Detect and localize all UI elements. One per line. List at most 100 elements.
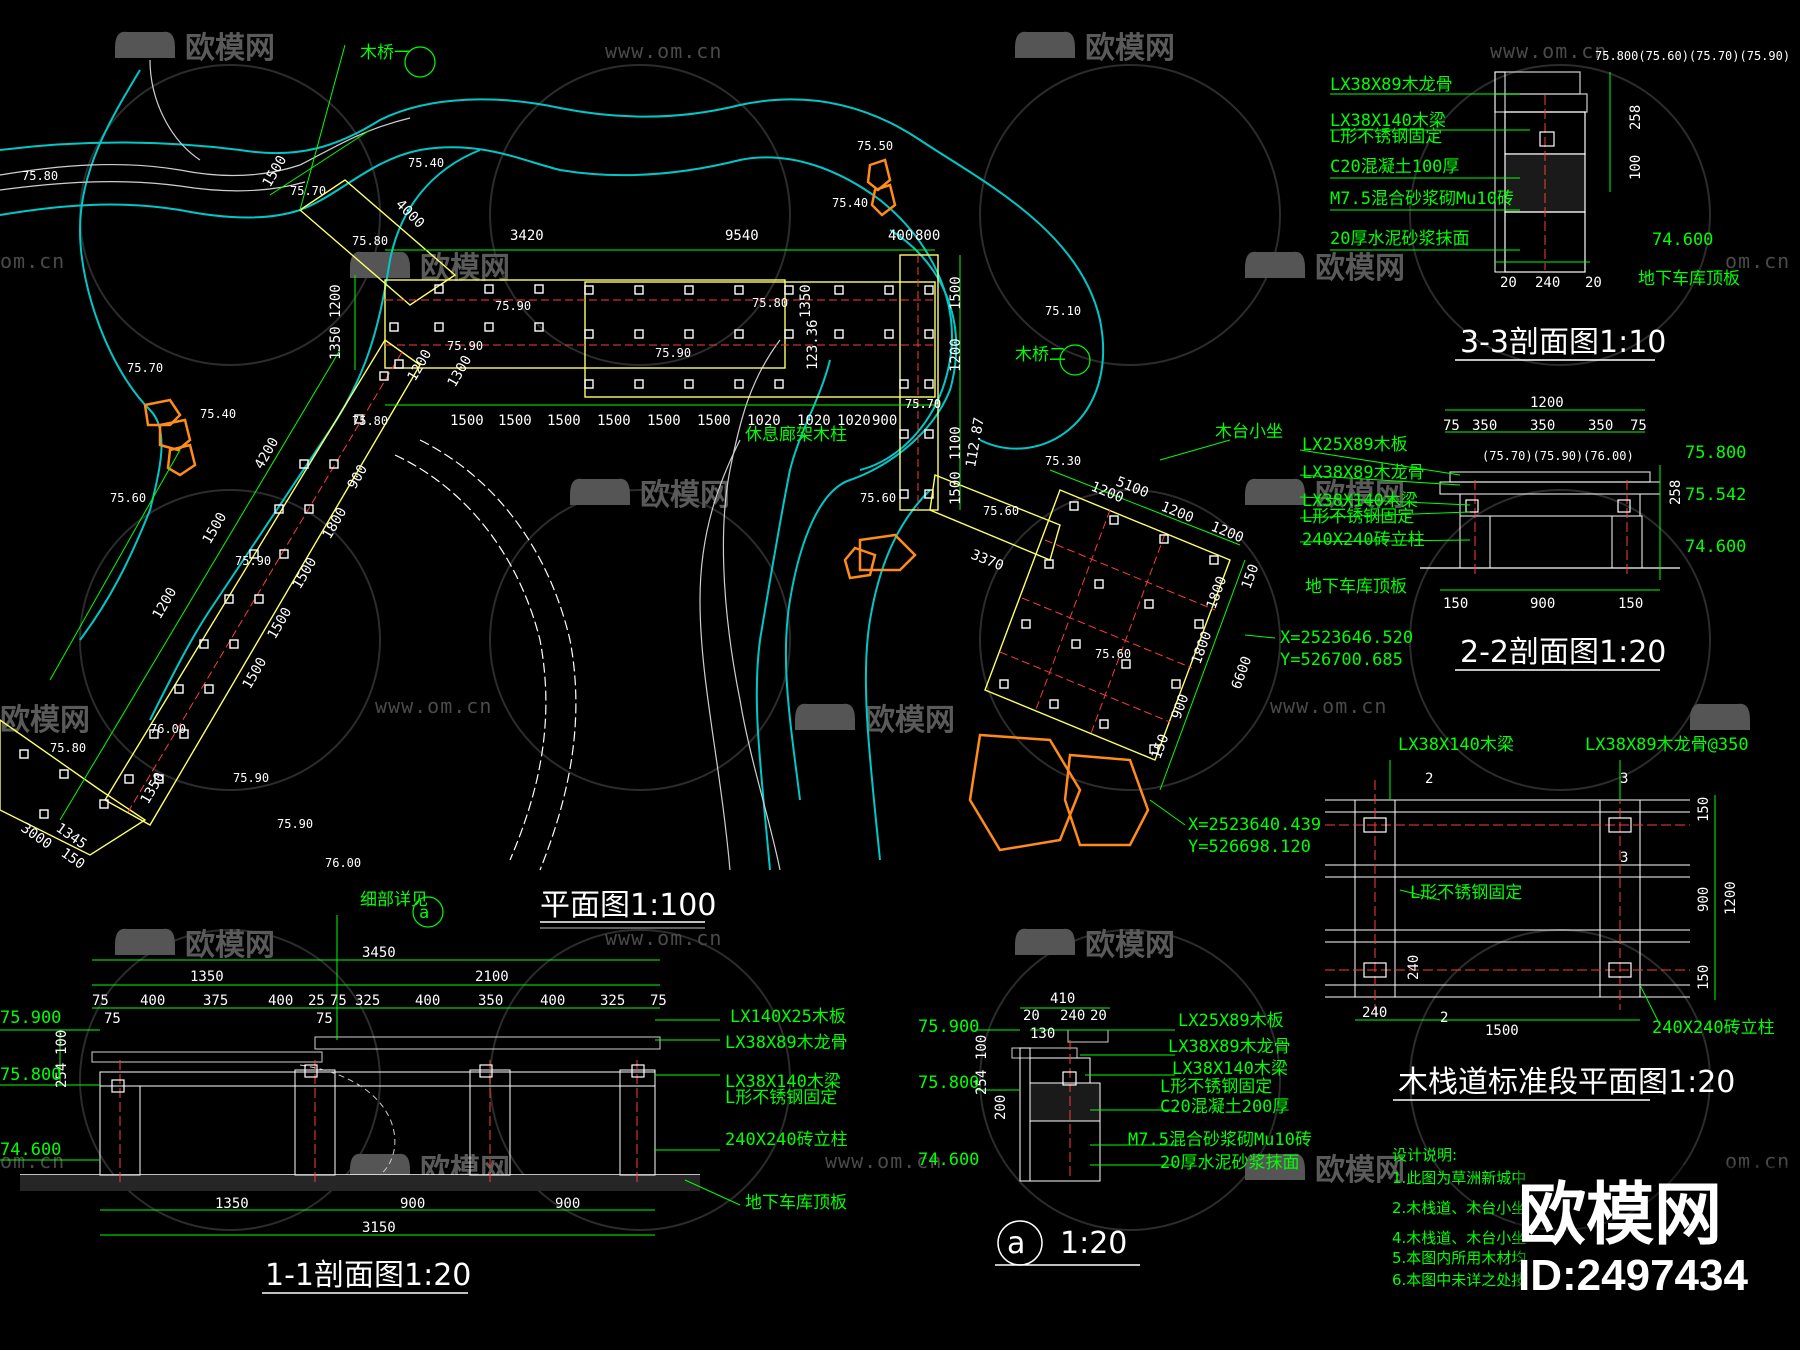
detail-marker-icon xyxy=(404,46,436,78)
svg-text:123.36: 123.36 xyxy=(805,319,821,370)
svg-text:75.60: 75.60 xyxy=(860,491,896,505)
s11-dim-1350: 1350 xyxy=(190,969,224,985)
plan-dimension-lines xyxy=(49,44,1246,821)
coord2-y: Y=526698.120 xyxy=(1188,837,1311,857)
pavilion-corridor xyxy=(384,254,939,511)
sa-marker-letter: a xyxy=(1007,1226,1025,1261)
svg-text:400: 400 xyxy=(888,228,913,244)
sa-callout-1: LX25X89木板 xyxy=(1178,1011,1284,1031)
svg-text:75.40: 75.40 xyxy=(408,156,444,170)
svg-text:75.90: 75.90 xyxy=(655,346,691,360)
svg-text:75.30: 75.30 xyxy=(1045,454,1081,468)
sofa-logo-icon xyxy=(1245,251,1305,278)
svg-text:350: 350 xyxy=(478,993,503,1009)
svg-text:1350: 1350 xyxy=(328,326,344,360)
s33-dim-240: 240 xyxy=(1535,275,1560,291)
svg-text:1500: 1500 xyxy=(498,413,532,429)
svg-text:1200: 1200 xyxy=(328,284,344,318)
detail-marker-icon xyxy=(412,896,444,928)
svg-text:1300: 1300 xyxy=(445,353,476,390)
svg-text:1800: 1800 xyxy=(1189,629,1216,666)
s11-elev-1: 75.900 xyxy=(0,1008,61,1028)
svg-text:76.00: 76.00 xyxy=(150,722,186,736)
bw-callout-2: LX38X89木龙骨@350 xyxy=(1585,735,1749,755)
s33-callout-3: L形不锈钢固定 xyxy=(1330,127,1442,147)
s22-elev-1: 75.800 xyxy=(1685,443,1746,463)
s11-callout-3: LX38X140木梁 xyxy=(725,1072,841,1092)
sofa-logo-icon xyxy=(570,478,630,505)
s22-bracket-elev: (75.70)(75.90)(76.00) xyxy=(1482,449,1634,463)
svg-text:75.70: 75.70 xyxy=(290,184,326,198)
deck-platform xyxy=(984,489,1231,761)
watermark-url: www.om.cn xyxy=(375,694,492,718)
sofa-logo-icon xyxy=(1245,478,1305,505)
sofa-logo-icon xyxy=(1015,31,1075,58)
sofa-logo-icon xyxy=(115,31,175,58)
svg-text:1500: 1500 xyxy=(647,413,681,429)
svg-text:75.70: 75.70 xyxy=(905,397,941,411)
bw-dim-240a: 240 xyxy=(1362,1005,1387,1021)
s33-callout-2: LX38X140木梁 xyxy=(1330,111,1446,131)
svg-text:1500: 1500 xyxy=(547,413,581,429)
svg-text:400: 400 xyxy=(415,993,440,1009)
s22-elev-2: 75.542 xyxy=(1685,485,1746,505)
svg-text:75.90: 75.90 xyxy=(233,771,269,785)
section-2-2: 1200 75 350 350 350 75 (75.70)(75.90)(76… xyxy=(1299,395,1746,671)
sa-callout-5: C20混凝土200厚 xyxy=(1160,1097,1289,1117)
s22-dim-350b: 350 xyxy=(1530,418,1555,434)
svg-text:4000: 4000 xyxy=(392,197,427,232)
svg-text:150: 150 xyxy=(1149,732,1173,761)
svg-text:75: 75 xyxy=(92,993,109,1009)
svg-text:1350: 1350 xyxy=(798,284,814,318)
bridge2-label: 木桥二 xyxy=(1015,345,1066,365)
bw-title: 木栈道标准段平面图1:20 xyxy=(1398,1065,1735,1100)
watermark-brand: 欧模网 xyxy=(865,703,955,738)
watermark-brand: 欧模网 xyxy=(0,703,90,738)
svg-text:1200: 1200 xyxy=(150,585,181,622)
walkway-upper-left xyxy=(298,179,457,306)
sofa-logo-icon xyxy=(350,251,410,278)
s33-callout-1: LX38X89木龙骨 xyxy=(1330,75,1453,95)
path-edges-white xyxy=(0,59,781,871)
s22-dim-150a: 150 xyxy=(1443,596,1468,612)
svg-text:25: 25 xyxy=(308,993,325,1009)
svg-text:900: 900 xyxy=(1169,692,1193,721)
s22-dim-150b: 150 xyxy=(1618,596,1643,612)
bw-mark-3: 2 xyxy=(1440,1010,1448,1026)
bw-dim-1500: 1500 xyxy=(1485,1023,1519,1039)
s22-dim-258: 258 xyxy=(1668,480,1684,505)
svg-text:400: 400 xyxy=(268,993,293,1009)
coord1-x: X=2523646.520 xyxy=(1280,628,1413,648)
watermark-brand: 欧模网 xyxy=(1315,1153,1405,1188)
s33-title: 3-3剖面图1:10 xyxy=(1460,325,1666,360)
s11-callout-6: 地下车库顶板 xyxy=(745,1193,847,1213)
s22-callout-2: LX38X89木龙骨 xyxy=(1302,463,1425,483)
s33-dim-20b: 20 xyxy=(1585,275,1602,291)
s11-elev-2: 75.800 xyxy=(0,1065,61,1085)
s11-dim-b900a: 900 xyxy=(400,1196,425,1212)
watermark-url: www.om.cn xyxy=(825,1149,942,1173)
sa-dim-254: 254 xyxy=(974,1070,990,1095)
s33-dim-258: 258 xyxy=(1628,105,1644,130)
s22-dim-75a: 75 xyxy=(1443,418,1460,434)
sofa-logo-icon xyxy=(1245,1153,1305,1180)
s33-base: 地下车库顶板 xyxy=(1638,269,1740,289)
water-edges xyxy=(0,69,1105,871)
s22-dim-75b: 75 xyxy=(1630,418,1647,434)
s11-title: 1-1剖面图1:20 xyxy=(265,1258,471,1293)
svg-text:75.70: 75.70 xyxy=(905,397,941,411)
notes-line-5: 6.本图中未详之处按 xyxy=(1392,1271,1526,1289)
svg-text:1500: 1500 xyxy=(948,276,964,310)
watermark-brand: 欧模网 xyxy=(1085,928,1175,963)
walkway-lower-left xyxy=(0,338,421,856)
svg-text:325: 325 xyxy=(600,993,625,1009)
svg-text:1020: 1020 xyxy=(747,413,781,429)
watermark-brand: 欧模网 xyxy=(1085,31,1175,66)
bw-dim-150a: 150 xyxy=(1696,797,1712,822)
sa-callout-6: M7.5混合砂浆砌Mu10砖 xyxy=(1128,1130,1312,1150)
s22-dim-900: 900 xyxy=(1530,596,1555,612)
sa-dim-240: 240 xyxy=(1060,1008,1085,1024)
svg-text:1200: 1200 xyxy=(948,338,964,372)
sofa-logo-icon xyxy=(1015,928,1075,955)
svg-text:75.70: 75.70 xyxy=(127,361,163,375)
